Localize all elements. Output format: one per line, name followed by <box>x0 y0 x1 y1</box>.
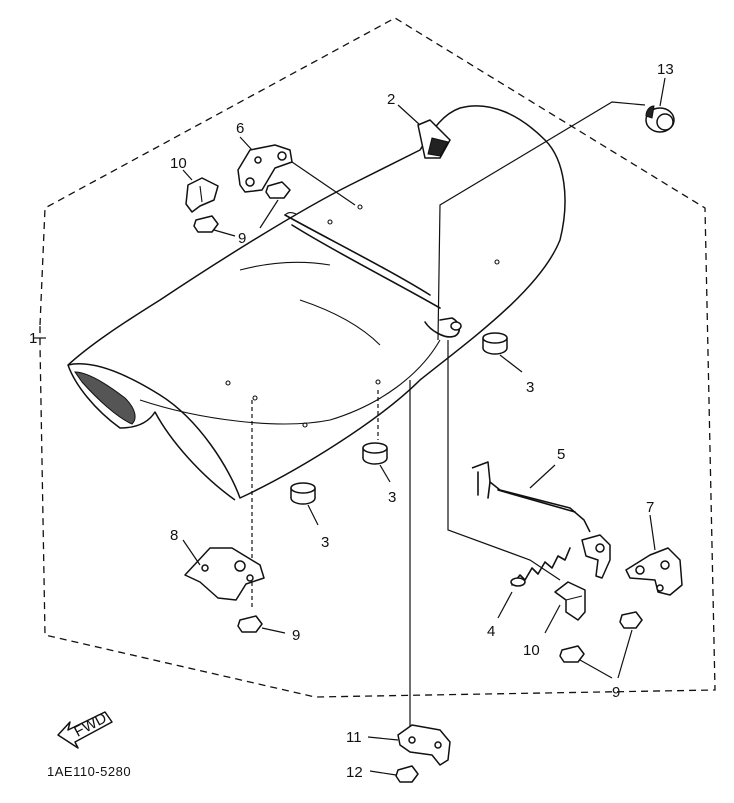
callout-2: 2 <box>387 91 395 108</box>
callout-11: 11 <box>346 729 362 746</box>
part-2-tab <box>417 119 451 159</box>
part-9-nut-lower-left <box>237 615 263 633</box>
part-11-hinge <box>397 724 451 766</box>
callout-3b: 3 <box>388 489 396 506</box>
callout-6: 6 <box>236 120 244 137</box>
part-13-cap <box>645 105 675 133</box>
part-4-spring <box>510 547 571 587</box>
callout-4: 4 <box>487 623 495 640</box>
leader-13 <box>437 101 646 341</box>
assembly-boundary <box>39 17 716 698</box>
callout-3c: 3 <box>321 534 329 551</box>
part-12-nut <box>395 765 419 783</box>
callout-8: 8 <box>170 527 178 544</box>
part-5-lock-rod <box>471 461 591 533</box>
part-8-bracket <box>184 547 265 601</box>
part-6-bracket <box>237 144 293 193</box>
part-3-damper-c <box>290 482 316 505</box>
figure-code: 1AE110-5280 <box>47 764 131 779</box>
callout-9a: 9 <box>238 230 246 247</box>
callout-10a: 10 <box>170 155 187 172</box>
seat-strap <box>284 214 441 309</box>
part-9-nut-lower-a <box>619 611 643 629</box>
fwd-arrow: FWD <box>57 710 113 749</box>
callout-12: 12 <box>346 764 363 781</box>
callout-9b: 9 <box>292 627 300 644</box>
seat-body <box>67 105 566 501</box>
callout-7: 7 <box>646 499 654 516</box>
callout-13: 13 <box>657 61 674 78</box>
fwd-label: FWD <box>71 710 109 741</box>
seat-rear-trim <box>74 371 136 425</box>
part-9-nut-upper-b <box>265 181 291 199</box>
part-3-damper-b <box>362 442 388 465</box>
lock-hook <box>581 534 611 579</box>
callout-5: 5 <box>557 446 565 463</box>
callout-10b: 10 <box>523 642 540 659</box>
part-10-bracket-lower <box>554 581 586 621</box>
callout-9c: 9 <box>612 684 620 701</box>
part-3-damper-a <box>482 332 508 355</box>
part-10-bracket-upper <box>185 177 219 213</box>
part-7-lock-bracket <box>625 547 683 596</box>
part-9-nut-lower-b <box>559 645 585 663</box>
callout-1: 1 <box>29 330 37 347</box>
part-9-nut-upper-a <box>193 215 219 233</box>
callout-3a: 3 <box>526 379 534 396</box>
